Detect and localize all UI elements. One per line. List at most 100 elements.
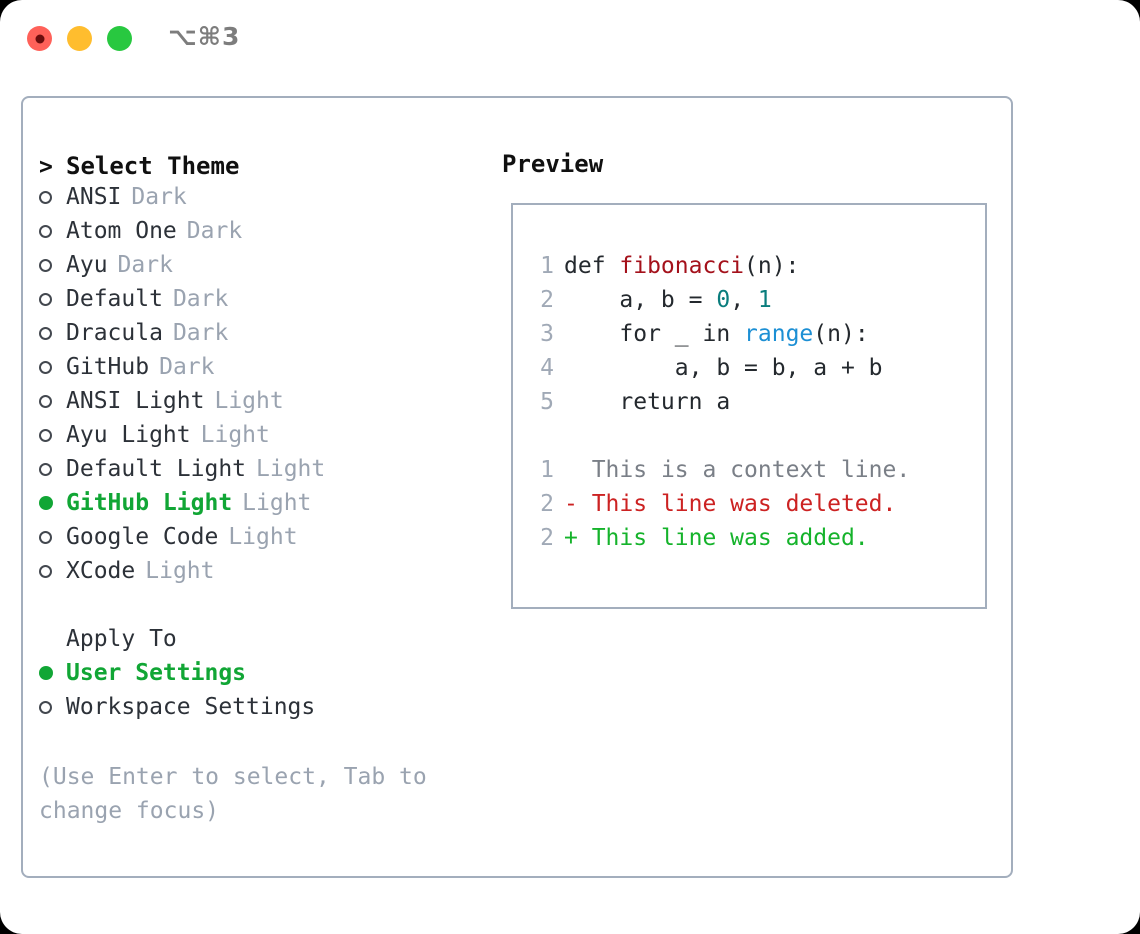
theme-option-atom-one[interactable]: Atom One Dark	[39, 218, 489, 252]
code-token: (n):	[813, 321, 869, 347]
theme-option-tag: Light	[214, 388, 284, 414]
diff-text: This line was added.	[591, 525, 869, 551]
diff-line-del: 2- This line was deleted.	[530, 487, 910, 521]
theme-option-label: Atom One	[66, 218, 177, 244]
theme-option-tag: Dark	[159, 354, 215, 380]
line-number: 5	[540, 389, 554, 415]
code-token: _	[674, 321, 703, 347]
radio-empty-icon	[39, 463, 52, 476]
diff-sign: +	[564, 525, 592, 551]
theme-option-ayu[interactable]: Ayu Dark	[39, 252, 489, 286]
radio-empty-icon	[39, 701, 52, 714]
theme-list-header: > Select Theme	[39, 150, 489, 184]
theme-list-title: Select Theme	[66, 152, 240, 180]
line-number: 1	[540, 253, 554, 279]
theme-option-label: GitHub Light	[66, 490, 233, 516]
theme-option-label: Ayu Light	[66, 422, 191, 448]
theme-option-tag: Light	[228, 524, 298, 550]
theme-option-tag: Light	[145, 558, 215, 584]
keyboard-hint-text: (Use Enter to select, Tab to change focu…	[39, 764, 427, 824]
preview-heading: Preview	[502, 150, 604, 178]
theme-option-ansi[interactable]: ANSI Dark	[39, 184, 489, 218]
line-number: 1	[540, 457, 554, 483]
theme-option-ayu-light[interactable]: Ayu Light Light	[39, 422, 489, 456]
theme-option-tag: Light	[242, 490, 312, 516]
theme-option-default-light[interactable]: Default Light Light	[39, 456, 489, 490]
diff-sign	[564, 457, 592, 483]
apply-to-option-workspace-settings[interactable]: Workspace Settings	[39, 694, 489, 728]
code-token: a, b =	[564, 287, 717, 313]
theme-option-tag: Dark	[186, 218, 243, 244]
diff-line-add: 2 + This line was added.	[530, 521, 910, 555]
theme-option-dracula[interactable]: Dracula Dark	[39, 320, 489, 354]
code-token: 1	[757, 287, 772, 313]
theme-option-label: Default	[66, 286, 163, 312]
radio-empty-icon	[39, 191, 52, 204]
close-window-button[interactable]	[27, 26, 52, 51]
code-token: range	[744, 321, 814, 347]
diff-text: This is a context line.	[591, 457, 911, 483]
apply-to-heading: Apply To	[39, 626, 489, 660]
theme-option-label: GitHub	[66, 354, 150, 380]
minimize-window-button[interactable]	[67, 26, 92, 51]
radio-selected-icon	[39, 496, 53, 510]
theme-option-label: Ayu	[66, 252, 108, 278]
code-diff-spacer	[530, 419, 910, 453]
title-bar: ⌥⌘3	[0, 0, 1140, 78]
code-line: 5 return a	[530, 385, 910, 419]
theme-option-google-code[interactable]: Google Code Light	[39, 524, 489, 558]
theme-option-label: Dracula	[66, 320, 163, 346]
apply-to-option-label: Workspace Settings	[66, 694, 316, 720]
theme-option-xcode[interactable]: XCode Light	[39, 558, 489, 592]
line-number: 4	[540, 355, 554, 381]
radio-empty-icon	[39, 429, 52, 442]
theme-option-label: XCode	[66, 558, 136, 584]
diff-sign: -	[564, 491, 592, 517]
theme-option-label: Google Code	[66, 524, 219, 550]
line-number: 3	[540, 321, 554, 347]
code-line: 2 a, b = 0, 1	[530, 283, 910, 317]
code-line: 1 def fibonacci(n):	[530, 249, 910, 283]
code-token: fibonacci	[619, 253, 745, 279]
maximize-window-button[interactable]	[107, 26, 132, 51]
code-token: def	[564, 253, 620, 279]
theme-option-tag: Dark	[117, 252, 173, 278]
code-token: a, b = b, a + b	[564, 355, 883, 381]
caret-icon: >	[39, 154, 53, 180]
line-number: 2	[540, 491, 554, 517]
radio-empty-icon	[39, 565, 52, 578]
code-token: 0	[716, 287, 731, 313]
diff-text: This line was deleted.	[591, 491, 897, 517]
code-line: 4 a, b = b, a + b	[530, 351, 910, 385]
theme-option-tag: Light	[256, 456, 326, 482]
theme-option-github-light[interactable]: GitHub Light Light	[39, 490, 489, 524]
code-token: return a	[564, 389, 731, 415]
radio-empty-icon	[39, 395, 52, 408]
code-token: in	[702, 321, 745, 347]
theme-option-tag: Dark	[172, 286, 229, 312]
theme-option-tag: Dark	[172, 320, 229, 346]
radio-empty-icon	[39, 293, 52, 306]
radio-empty-icon	[39, 225, 52, 238]
line-number: 2	[540, 287, 554, 313]
close-icon	[35, 34, 44, 43]
diff-line-ctx: 1 This is a context line.	[530, 453, 910, 487]
theme-option-github[interactable]: GitHub Dark	[39, 354, 489, 388]
apply-to-option-user-settings[interactable]: User Settings	[39, 660, 489, 694]
theme-option-label: Default Light	[66, 456, 247, 482]
radio-empty-icon	[39, 361, 52, 374]
code-line: 3 for _ in range(n):	[530, 317, 910, 351]
radio-empty-icon	[39, 327, 52, 340]
theme-option-tag: Dark	[131, 184, 187, 210]
keyboard-shortcut-label: ⌥⌘3	[168, 22, 241, 51]
theme-option-label: ANSI	[66, 184, 122, 210]
theme-option-default[interactable]: Default Dark	[39, 286, 489, 320]
theme-option-tag: Light	[200, 422, 270, 448]
line-number: 2	[540, 525, 554, 551]
code-token: (n):	[744, 253, 800, 279]
